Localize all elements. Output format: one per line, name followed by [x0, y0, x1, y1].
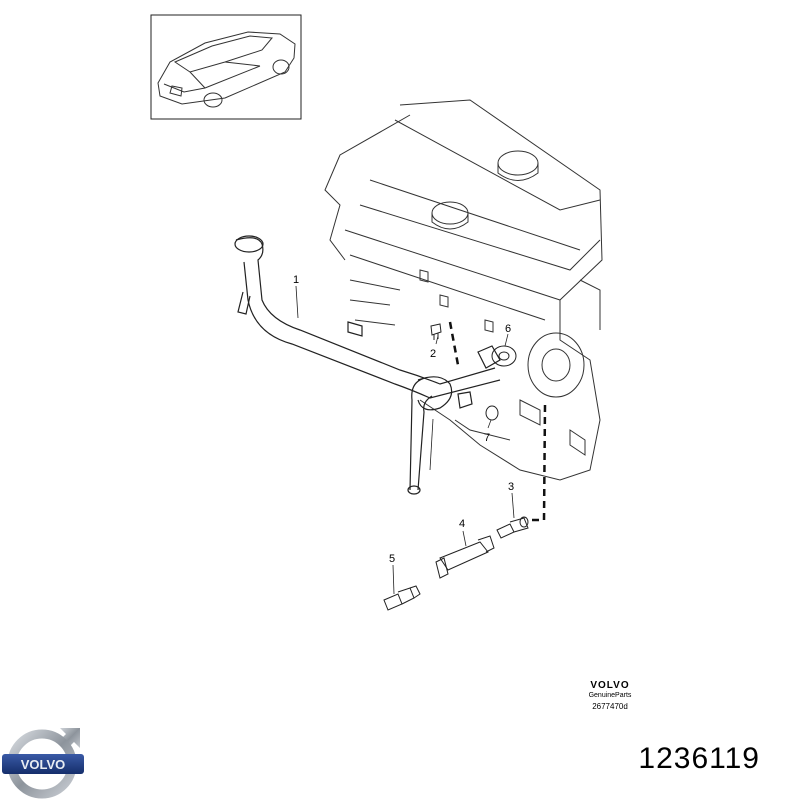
part-number: 1236119: [638, 742, 760, 775]
logo-text: VOLVO: [21, 757, 66, 772]
engine-block: [324, 99, 603, 481]
brand-tagline: GenuineParts: [588, 692, 632, 699]
gasket: [491, 345, 517, 367]
sensor-fitting: [496, 516, 529, 539]
assembly-lines: [448, 321, 547, 522]
leader-lines: [295, 285, 515, 595]
callout-7: 7: [484, 432, 490, 444]
callout-3: 3: [508, 481, 514, 493]
callout-5: 5: [389, 553, 395, 565]
callout-1: 1: [293, 274, 299, 286]
genuine-parts-stamp: VOLVO GenuineParts 2677470d: [560, 680, 660, 711]
callout-6: 6: [505, 323, 511, 335]
brand-name: VOLVO: [590, 680, 630, 691]
bolt: [430, 323, 442, 340]
callout-4: 4: [459, 518, 465, 530]
callout-2: 2: [430, 348, 436, 360]
coolant-pipe: [234, 235, 501, 495]
car-thumbnail: [150, 14, 302, 120]
o-ring: [485, 405, 499, 421]
drawing-code: 2677470d: [592, 702, 628, 711]
temperature-sensor: [383, 585, 421, 611]
volvo-logo-icon: VOLVO: [2, 728, 84, 799]
connector: [435, 535, 495, 579]
